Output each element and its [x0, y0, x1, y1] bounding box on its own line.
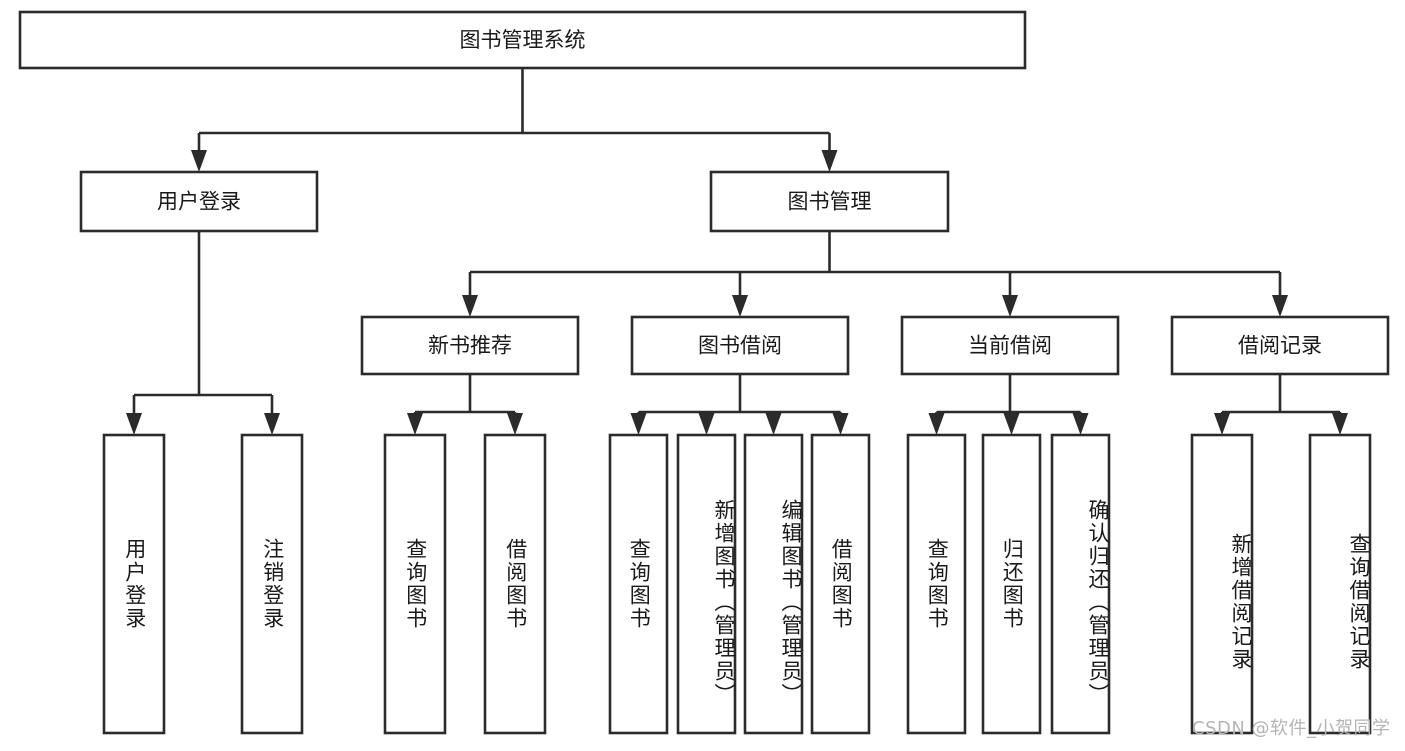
csdn-watermark: CSDN @软件_小贺同学: [1192, 718, 1391, 739]
level3-book-borrow-label: 图书借阅: [698, 334, 782, 358]
node-boxes-layer: [18, 10, 1390, 735]
level2-user-login-label: 用户登录: [157, 190, 241, 214]
leaf-leaf-user-logout-box[interactable]: [240, 433, 304, 735]
root-node-box[interactable]: [18, 10, 1027, 70]
leaf-leaf-query-record-box[interactable]: [1308, 433, 1372, 735]
leaf-leaf-return-book-box[interactable]: [981, 433, 1042, 735]
arrow-to-leaf-add-record: [1214, 413, 1230, 435]
arrow-to-leaf-confirm-return: [1072, 413, 1089, 435]
level2-user-login-box[interactable]: [79, 170, 319, 233]
connectors-layer: [126, 68, 1348, 435]
leaf-leaf-query-book-2-box[interactable]: [608, 433, 669, 735]
leaf-leaf-confirm-return-box[interactable]: [1050, 433, 1111, 735]
level3-borrow-record-box[interactable]: [1170, 315, 1390, 376]
arrow-to-leaf-borrow-book-1: [507, 413, 523, 435]
arrow-to-leaf-query-book-1: [407, 413, 423, 435]
level3-new-book-rec-box[interactable]: [360, 315, 580, 376]
arrow-to-leaf-return-book: [1003, 413, 1020, 435]
arrow-to-leaf-query-book-2: [630, 413, 647, 435]
leaf-leaf-add-record-box[interactable]: [1190, 433, 1254, 735]
arrow-to-leaf-user-login: [126, 413, 142, 435]
level2-book-manage-box[interactable]: [709, 170, 950, 233]
arrow-to-current-borrow: [1002, 295, 1018, 317]
arrow-to-leaf-query-book-3: [928, 413, 945, 435]
leaf-leaf-borrow-book-2-box[interactable]: [810, 433, 871, 735]
arrow-to-leaf-user-logout: [264, 413, 280, 435]
level2-book-manage-label: 图书管理: [788, 190, 872, 214]
level3-current-borrow-label: 当前借阅: [968, 334, 1052, 358]
level3-new-book-rec-label: 新书推荐: [428, 334, 512, 358]
arrow-to-book-manage: [821, 150, 838, 172]
level3-current-borrow-box[interactable]: [900, 315, 1120, 376]
arrow-to-leaf-query-record: [1332, 413, 1348, 435]
arrow-to-leaf-add-book: [698, 413, 715, 435]
arrow-to-user-login: [191, 150, 207, 172]
leaf-leaf-edit-book-box[interactable]: [743, 433, 804, 735]
level3-book-borrow-box[interactable]: [630, 315, 850, 376]
leaf-leaf-add-book-box[interactable]: [676, 433, 737, 735]
arrow-to-leaf-edit-book: [765, 413, 782, 435]
arrow-to-borrow-record: [1272, 295, 1288, 317]
level3-borrow-record-label: 借阅记录: [1238, 334, 1322, 358]
arrow-to-leaf-borrow-book-2: [832, 413, 849, 435]
root-node-label: 图书管理系统: [460, 28, 586, 52]
arrow-to-book-borrow: [732, 295, 748, 317]
leaf-leaf-query-book-3-box[interactable]: [906, 433, 967, 735]
arrow-to-new-book-rec: [462, 295, 478, 317]
leaf-leaf-borrow-book-1-box[interactable]: [483, 433, 547, 735]
leaf-leaf-user-login-box[interactable]: [102, 433, 166, 735]
leaf-leaf-query-book-1-box[interactable]: [383, 433, 447, 735]
